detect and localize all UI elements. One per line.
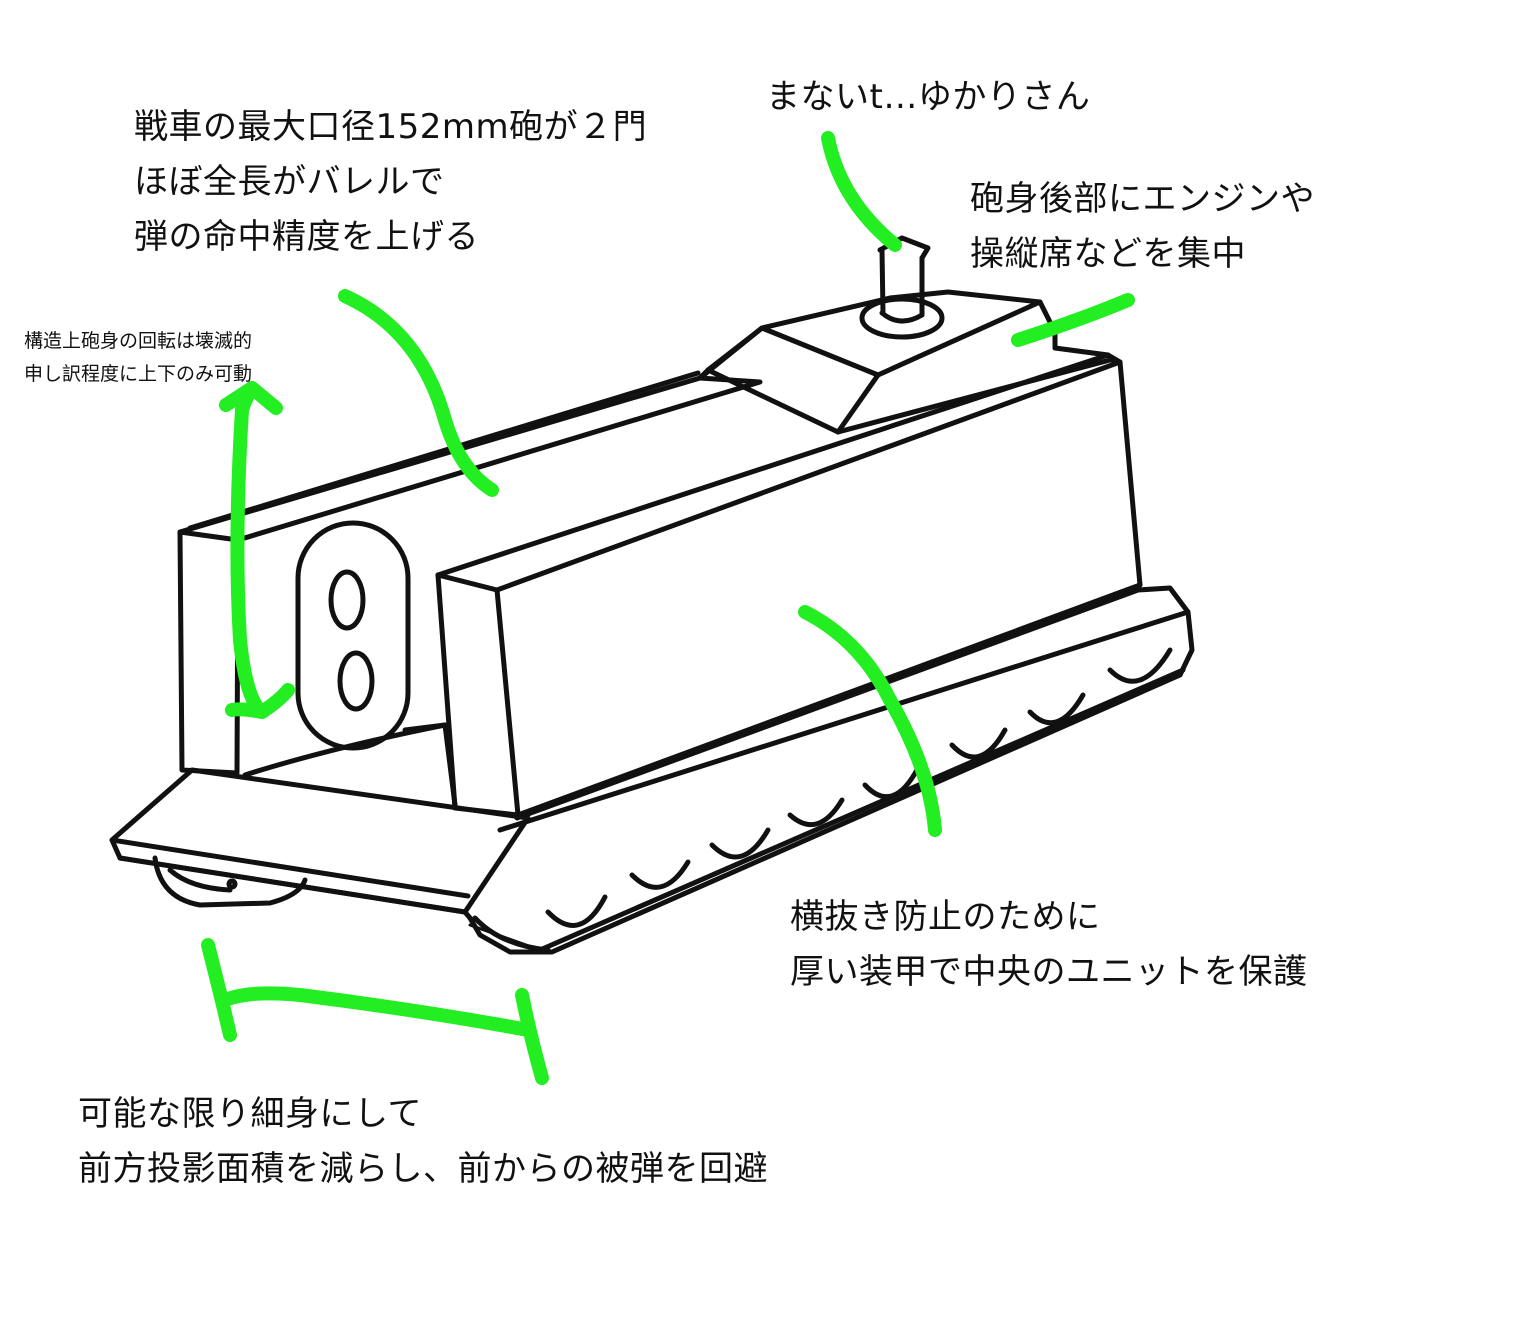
annotation-profile-line-1: 可能な限り細身にして (78, 1094, 422, 1134)
road-wheels (545, 647, 1173, 928)
annotation-barrels-line-2: ほぼ全長がバレルで (134, 162, 445, 202)
width-bracket-left (201, 938, 237, 1042)
marker-annotations (201, 131, 1135, 1085)
barrel-muzzle-upper (328, 569, 366, 631)
engine-deck (697, 289, 1115, 435)
barrel-pointer-stroke (338, 289, 499, 497)
left-track-wheels (152, 855, 308, 908)
barrel-muzzle-lower (337, 650, 375, 712)
annotation-rotation-line-1: 構造上砲身の回転は壊滅的 (24, 330, 253, 352)
annotation-barrels: 戦車の最大口径152mm砲が２門 ほぼ全長がバレルで 弾の命中精度を上げる (134, 100, 647, 265)
annotation-rotation: 構造上砲身の回転は壊滅的 申し訳程度に上下のみ可動 (24, 325, 252, 391)
annotation-engine-line-1: 砲身後部にエンジンや (970, 179, 1315, 219)
periscope-hatch (859, 235, 945, 340)
crew-pointer-stroke (821, 131, 902, 252)
annotation-engine: 砲身後部にエンジンや 操縦席などを集中 (970, 172, 1315, 282)
annotation-engine-line-2: 操縦席などを集中 (970, 234, 1246, 274)
engine-pointer-stroke (1011, 293, 1135, 347)
front-glacis-plate (109, 767, 531, 921)
annotation-crew-line-1: まないt…ゆかりさん (766, 77, 1091, 117)
annotation-profile: 可能な限り細身にして 前方投影面積を減らし、前からの被弾を回避 (78, 1087, 768, 1197)
width-bracket-bar (218, 986, 535, 1037)
right-track-assembly (467, 585, 1195, 955)
gun-mantlet (242, 520, 458, 808)
annotation-crew: まないt…ゆかりさん (766, 70, 1090, 125)
rotation-arrow-shaft (225, 403, 295, 719)
annotation-rotation-line-2: 申し訳程度に上下のみ可動 (24, 363, 253, 385)
annotation-profile-line-2: 前方投影面積を減らし、前からの被弾を回避 (78, 1149, 768, 1189)
annotation-barrels-line-3: 弾の命中精度を上げる (134, 217, 479, 257)
annotation-armor-line-2: 厚い装甲で中央のユニットを保護 (790, 952, 1308, 992)
annotation-barrels-line-1: 戦車の最大口径152mm砲が２門 (134, 107, 648, 147)
rotation-arrow-head-top (219, 381, 283, 417)
annotation-armor: 横抜き防止のために 厚い装甲で中央のユニットを保護 (790, 890, 1308, 1000)
annotation-armor-line-1: 横抜き防止のために (790, 897, 1101, 937)
armor-pointer-stroke (798, 605, 942, 837)
